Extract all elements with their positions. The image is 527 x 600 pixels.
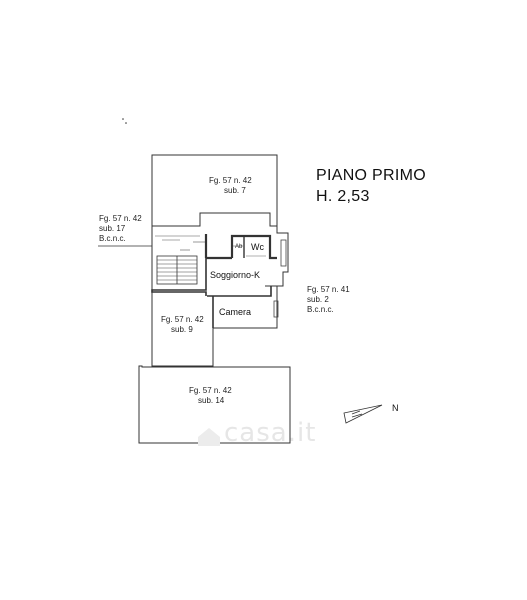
apartment-wall bbox=[204, 234, 277, 260]
room-wc: Wc bbox=[251, 242, 264, 252]
room-soggiorno: Soggiorno-K bbox=[210, 270, 261, 280]
parcel-sub17-sub: sub. 17 bbox=[99, 224, 126, 233]
parcel-sub2-sub: sub. 2 bbox=[307, 295, 329, 304]
floor-title: PIANO PRIMO bbox=[316, 167, 426, 184]
parcel-sub2-note: B.c.n.c. bbox=[307, 305, 334, 314]
room-antibagno: Ab bbox=[235, 244, 243, 250]
parcel-sub14-sub: sub. 14 bbox=[198, 396, 225, 405]
building-outline bbox=[151, 154, 289, 367]
north-label: N bbox=[392, 403, 399, 413]
parcel-sub9-ref: Fg. 57 n. 42 bbox=[161, 315, 204, 324]
camera-wall bbox=[207, 286, 272, 297]
speck bbox=[122, 118, 124, 120]
north-arrow-icon bbox=[343, 404, 383, 424]
window-mark bbox=[273, 300, 279, 318]
parcel-sub17-note: B.c.n.c. bbox=[99, 234, 126, 243]
parcel-sub7-boundary bbox=[152, 212, 277, 227]
apartment-wall bbox=[151, 258, 207, 296]
room-camera: Camera bbox=[219, 307, 252, 317]
parcel-sub7-sub: sub. 7 bbox=[224, 186, 246, 195]
watermark-house-icon bbox=[198, 428, 220, 446]
stair-treads bbox=[157, 259, 197, 281]
parcel-sub14-ref: Fg. 57 n. 42 bbox=[189, 386, 232, 395]
ceiling-height: H. 2,53 bbox=[316, 188, 370, 205]
parcel-sub2-ref: Fg. 57 n. 41 bbox=[307, 285, 350, 294]
balcony-mark bbox=[280, 239, 287, 267]
parcel-sub7-ref: Fg. 57 n. 42 bbox=[209, 176, 252, 185]
watermark: casa.it bbox=[224, 418, 317, 448]
speck bbox=[125, 122, 127, 124]
parcel-sub14-outline bbox=[138, 365, 291, 444]
parcel-sub17-ref: Fg. 57 n. 42 bbox=[99, 214, 142, 223]
parcel-sub9-sub: sub. 9 bbox=[171, 325, 193, 334]
